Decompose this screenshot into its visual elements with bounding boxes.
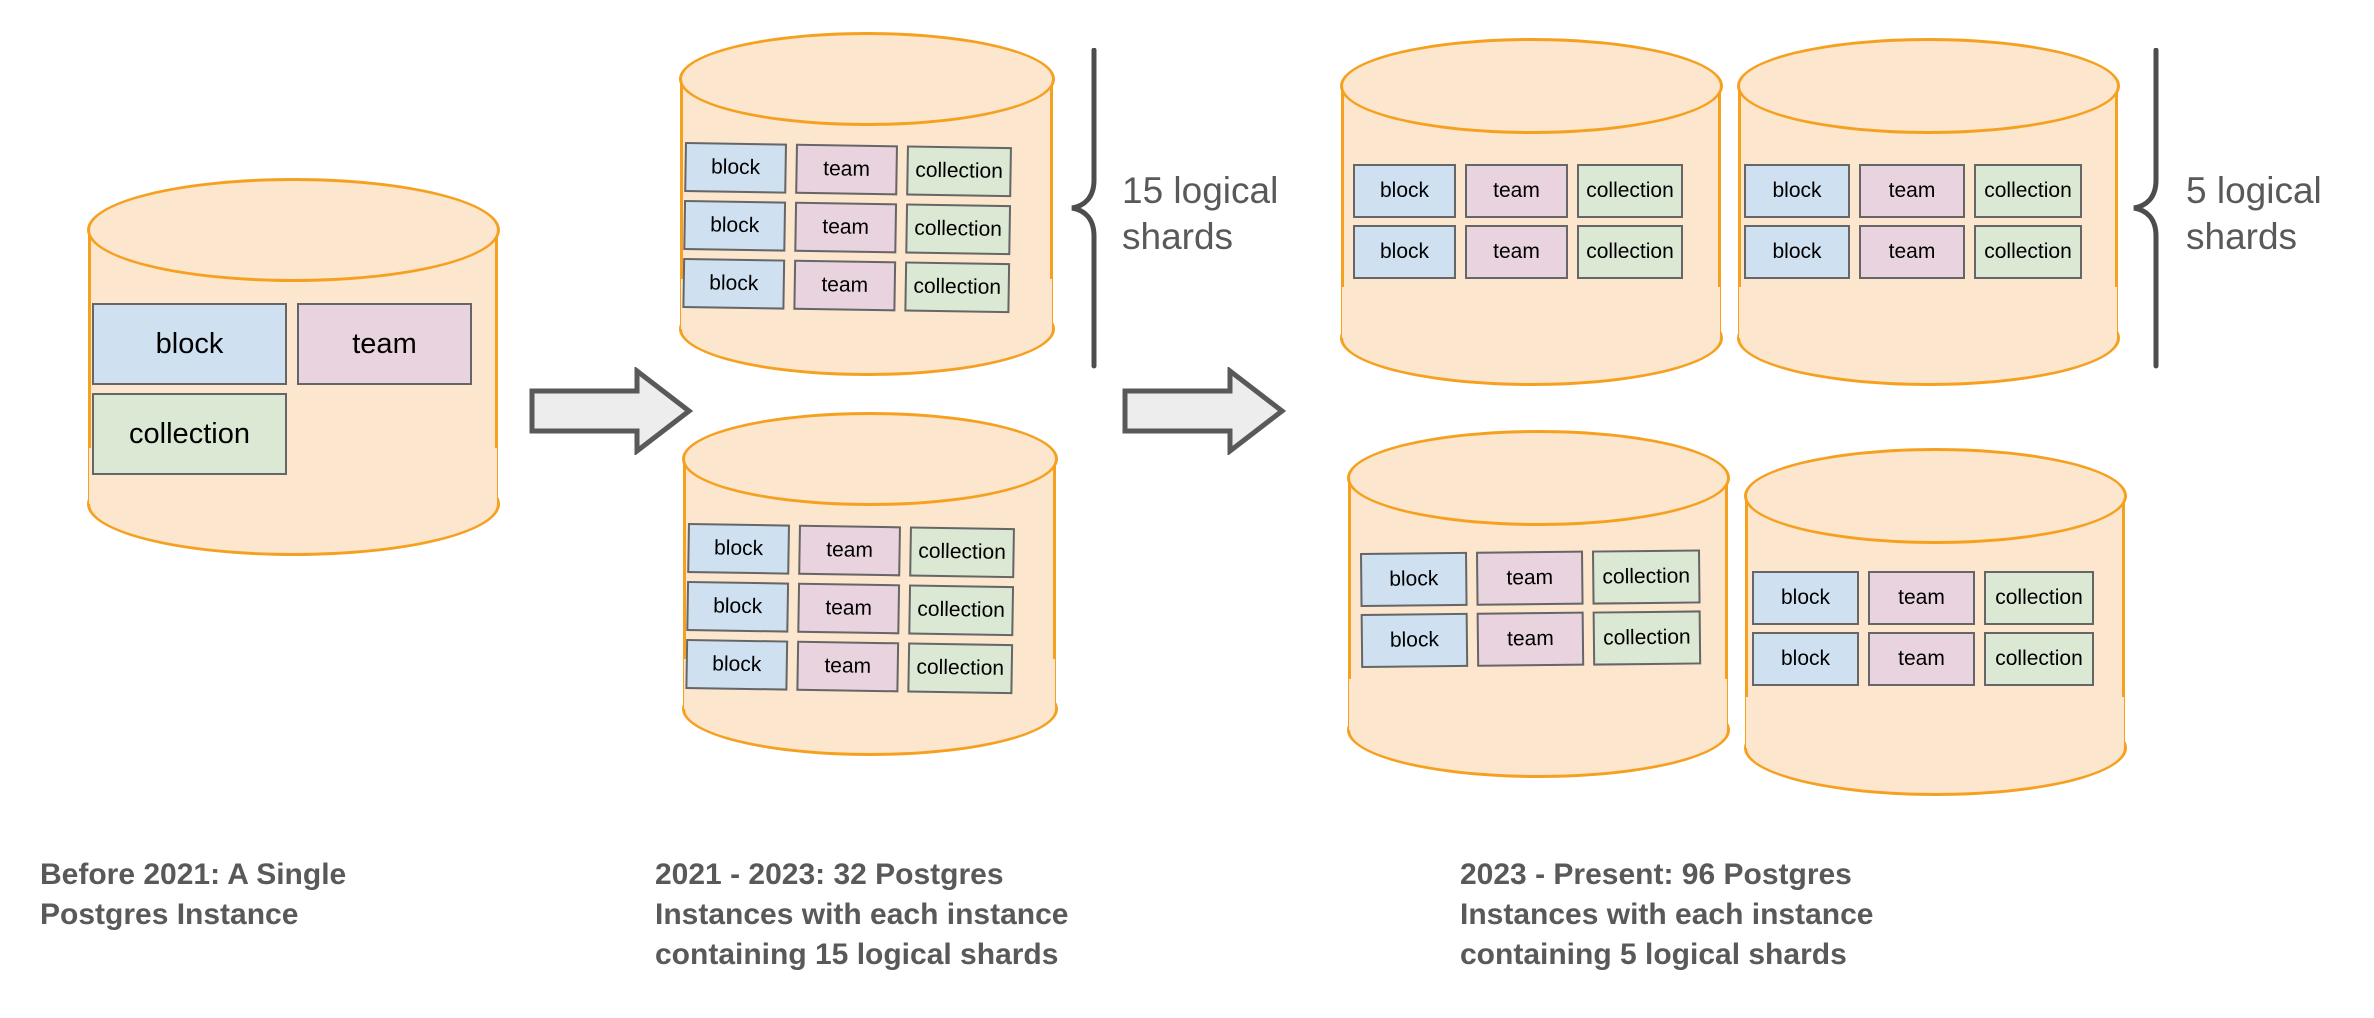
shard-grid-right-top-left: block team collection block team collect…	[1353, 164, 1683, 279]
cylinder-bottom-mask	[1746, 697, 2124, 748]
cylinder-bottom-mask	[1342, 287, 1720, 338]
shard-row: block team collection	[1744, 164, 2082, 218]
shard-block[interactable]: block	[1360, 551, 1468, 607]
shard-row: block team	[92, 303, 472, 385]
shard-block[interactable]: block	[685, 638, 789, 691]
shard-collection[interactable]: collection	[1577, 225, 1683, 279]
shard-grid-right-bottom-right: block team collection block team collect…	[1752, 571, 2094, 686]
shard-block[interactable]: block	[1752, 571, 1859, 625]
shard-team[interactable]: team	[1868, 571, 1975, 625]
shard-grid-mid-top: block team collection block team collect…	[682, 142, 1012, 314]
caption-2023-present: 2023 - Present: 96 Postgres Instances wi…	[1460, 858, 1874, 971]
shard-row: block team collection	[1360, 549, 1701, 607]
shard-grid-single: block team collection	[92, 303, 472, 475]
cylinder-top-cap	[1339, 38, 1723, 134]
shard-grid-right-bottom-left: block team collection block team collect…	[1360, 549, 1702, 668]
shard-row: block team collection	[1353, 225, 1683, 279]
brace-15-shards-icon	[1071, 48, 1097, 369]
transition-arrow-2-icon	[1122, 367, 1286, 455]
shard-grid-mid-bottom: block team collection block team collect…	[685, 523, 1015, 695]
cylinder-bottom-mask	[1349, 679, 1727, 730]
cylinder-top-cap	[86, 178, 500, 282]
cylinder-top-cap	[681, 412, 1058, 506]
shard-row: block team collection	[685, 638, 1014, 695]
shard-block[interactable]: block	[1360, 612, 1469, 668]
shard-block[interactable]: block	[1353, 225, 1456, 279]
caption-before-2021: Before 2021: A Single Postgres Instance	[40, 858, 347, 931]
cylinder-top-cap	[1346, 430, 1730, 526]
shard-row: block team collection	[686, 580, 1015, 637]
shard-row: block team collection	[682, 257, 1011, 314]
shard-block[interactable]: block	[1752, 632, 1859, 686]
shard-row: block team collection	[1353, 164, 1683, 218]
shard-team[interactable]: team	[297, 303, 472, 385]
shard-collection[interactable]: collection	[1984, 571, 2094, 625]
shard-team[interactable]: team	[794, 201, 898, 254]
shard-collection[interactable]: collection	[1974, 164, 2082, 218]
shard-block[interactable]: block	[1744, 164, 1850, 218]
shard-grid-right-top-right: block team collection block team collect…	[1744, 164, 2082, 279]
brace-5-shards-icon	[2133, 48, 2159, 369]
shard-block[interactable]: block	[682, 257, 786, 310]
shard-row: collection	[92, 393, 472, 475]
cylinder-top-cap	[1743, 448, 2127, 544]
brace-label-5-shards: 5 logical shards	[2186, 170, 2322, 257]
shard-block[interactable]: block	[1744, 225, 1850, 279]
shard-row: block team collection	[1752, 571, 2094, 625]
shard-team[interactable]: team	[795, 143, 898, 196]
shard-team[interactable]: team	[1465, 164, 1568, 218]
shard-row: block team collection	[1744, 225, 2082, 279]
shard-team[interactable]: team	[1859, 164, 1965, 218]
shard-collection[interactable]: collection	[904, 261, 1011, 314]
shard-collection[interactable]: collection	[1592, 610, 1702, 666]
shard-collection[interactable]: collection	[92, 393, 287, 475]
shard-collection[interactable]: collection	[909, 526, 1015, 579]
shard-row: block team collection	[1752, 632, 2094, 686]
shard-team[interactable]: team	[797, 582, 901, 635]
shard-collection[interactable]: collection	[1591, 549, 1701, 605]
transition-arrow-1-icon	[529, 367, 693, 455]
shard-block[interactable]: block	[683, 199, 787, 252]
shard-block[interactable]: block	[684, 142, 787, 194]
shard-collection[interactable]: collection	[906, 145, 1012, 198]
shard-block[interactable]: block	[686, 580, 790, 633]
shard-team[interactable]: team	[793, 259, 897, 312]
brace-label-15-shards: 15 logical shards	[1122, 170, 1279, 257]
shard-row: block team collection	[683, 199, 1012, 256]
shard-team[interactable]: team	[1859, 225, 1965, 279]
shard-team[interactable]: team	[1475, 550, 1584, 606]
shard-collection[interactable]: collection	[1974, 225, 2082, 279]
shard-team[interactable]: team	[1465, 225, 1568, 279]
caption-2021-2023: 2021 - 2023: 32 Postgres Instances with …	[655, 858, 1069, 971]
shard-collection[interactable]: collection	[905, 203, 1012, 256]
cylinder-bottom-mask	[1739, 287, 2117, 338]
shard-team[interactable]: team	[1476, 611, 1585, 667]
shard-block[interactable]: block	[687, 523, 790, 575]
shard-block[interactable]: block	[92, 303, 287, 385]
shard-block[interactable]: block	[1353, 164, 1456, 218]
cylinder-single	[86, 178, 500, 556]
shard-collection[interactable]: collection	[908, 584, 1015, 637]
cylinder-top-cap	[678, 32, 1055, 126]
shard-row: block team collection	[684, 142, 1012, 198]
shard-collection[interactable]: collection	[1577, 164, 1683, 218]
shard-collection[interactable]: collection	[1984, 632, 2094, 686]
shard-row: block team collection	[1360, 610, 1702, 668]
shard-collection[interactable]: collection	[907, 642, 1014, 695]
shard-team[interactable]: team	[796, 640, 900, 693]
shard-team[interactable]: team	[798, 524, 901, 577]
shard-team[interactable]: team	[1868, 632, 1975, 686]
shard-row: block team collection	[687, 523, 1015, 579]
cylinder-top-cap	[1736, 38, 2120, 134]
